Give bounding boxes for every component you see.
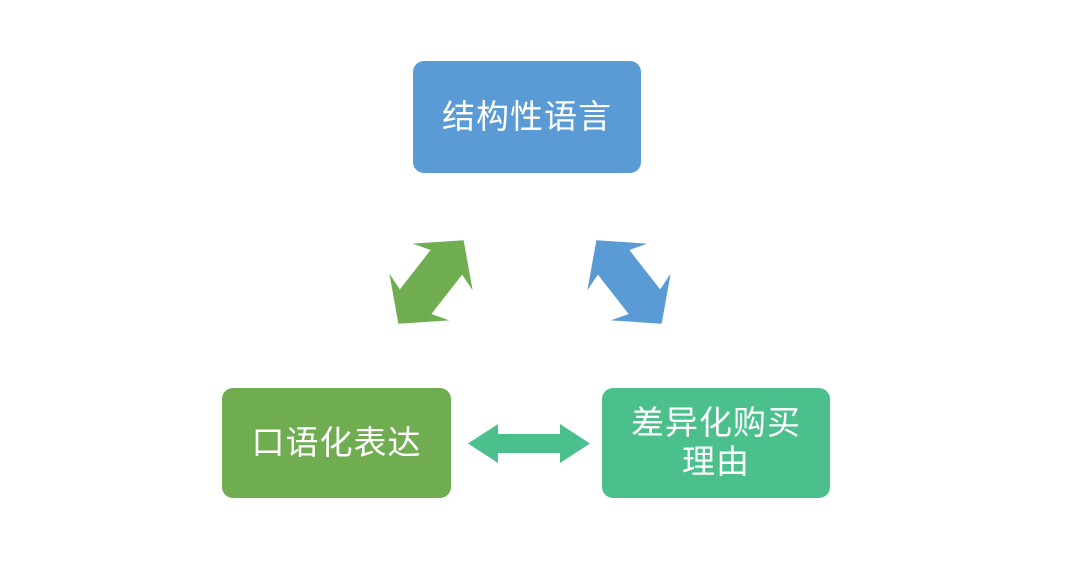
double-arrow-shape (587, 240, 671, 324)
double-arrow-icon-left-diagonal (372, 212, 490, 352)
node-purchase-reason[interactable]: 差异化购买 理由 (602, 388, 830, 498)
node-colloquial-expression-label: 口语化表达 (251, 423, 422, 461)
double-arrow-shape (468, 424, 590, 463)
double-arrow-icon-right-diagonal (570, 212, 688, 352)
double-arrow-icon-bottom-horizontal (466, 421, 592, 466)
node-structured-language-label: 结构性语言 (442, 97, 612, 135)
node-purchase-reason-label: 差异化购买 理由 (631, 404, 801, 480)
node-colloquial-expression[interactable]: 口语化表达 (222, 388, 451, 498)
double-arrow-shape (389, 240, 473, 324)
node-structured-language[interactable]: 结构性语言 (413, 61, 641, 173)
